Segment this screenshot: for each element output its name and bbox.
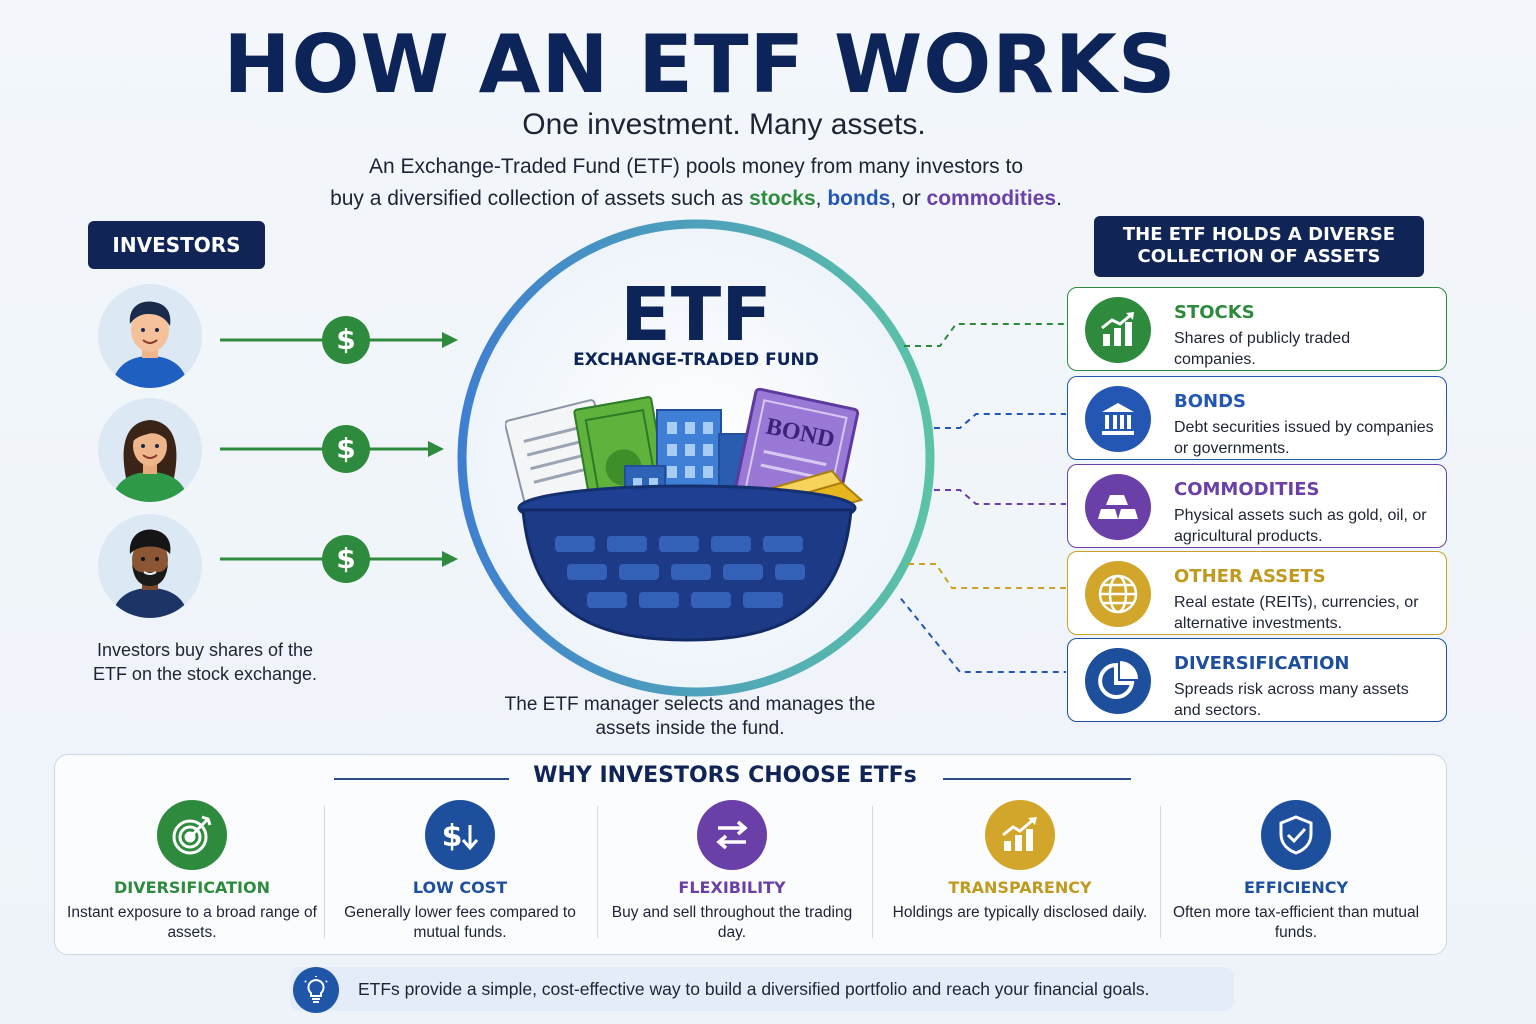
why-rule-left: [334, 778, 509, 780]
asset-title: BONDS: [1174, 391, 1246, 412]
asset-title: COMMODITIES: [1174, 479, 1320, 500]
why-item-description: Often more tax-efficient than mutual fun…: [1172, 904, 1420, 941]
why-item-transparency: TRANSPARENCY Holdings are typically disc…: [890, 800, 1150, 923]
why-divider: [1160, 806, 1161, 938]
chart-up-icon: [1085, 297, 1151, 363]
investor-avatar-3: [98, 514, 202, 618]
why-item-title: DIVERSIFICATION: [114, 878, 270, 897]
intro-stocks: stocks: [749, 186, 816, 210]
intro-line-2-prefix: buy a diversified collection of assets s…: [330, 186, 750, 210]
why-item-description: Generally lower fees compared to mutual …: [344, 904, 576, 941]
svg-text:$: $: [442, 819, 463, 854]
asset-description: Real estate (REITs), currencies, or alte…: [1174, 594, 1419, 632]
lightbulb-icon: [293, 967, 339, 1013]
asset-card-stocks: STOCKS Shares of publicly traded compani…: [1067, 287, 1447, 371]
page-subtitle: One investment. Many assets.: [522, 108, 926, 141]
asset-basket-illustration: BOND: [505, 388, 864, 642]
why-divider: [597, 806, 598, 938]
why-item-low-cost: $ LOW COST Generally lower fees compared…: [330, 800, 590, 943]
asset-description: Physical assets such as gold, oil, or ag…: [1174, 507, 1427, 545]
holdings-label-line-1: THE ETF HOLDS A DIVERSE: [1122, 224, 1396, 245]
intro-sep-1: ,: [815, 186, 828, 210]
investors-caption: Investors buy shares of the ETF on the s…: [92, 640, 318, 684]
asset-description: Shares of publicly traded companies.: [1174, 330, 1351, 368]
asset-description: Spreads risk across many assets and sect…: [1174, 681, 1409, 719]
gold-bars-icon: [1085, 474, 1151, 540]
person-icon: [112, 301, 188, 388]
why-divider: [872, 806, 873, 938]
target-icon: [157, 800, 227, 870]
shield-check-icon: [1261, 800, 1331, 870]
person-icon: [112, 420, 188, 502]
why-divider: [324, 806, 325, 938]
why-item-description: Instant exposure to a broad range of ass…: [67, 904, 317, 941]
bank-icon: [1085, 386, 1151, 452]
dollar-coin-icon: $: [322, 425, 370, 473]
manager-caption: The ETF manager selects and manages the …: [504, 694, 876, 739]
holdings-label-line-2: COLLECTION OF ASSETS: [1137, 246, 1381, 267]
intro-end: .: [1056, 186, 1062, 210]
asset-title: DIVERSIFICATION: [1174, 653, 1350, 674]
intro-line-2: buy a diversified collection of assets s…: [0, 183, 1392, 215]
footer-text: ETFs provide a simple, cost-effective wa…: [358, 979, 1150, 999]
asset-card-other-assets: OTHER ASSETS Real estate (REITs), curren…: [1067, 551, 1447, 635]
why-item-title: TRANSPARENCY: [948, 878, 1092, 897]
why-item-diversification: DIVERSIFICATION Instant exposure to a br…: [62, 800, 322, 943]
asset-description: Debt securities issued by companies or g…: [1174, 419, 1434, 457]
asset-connectors: [900, 323, 1066, 673]
pie-chart-icon: [1085, 648, 1151, 714]
why-item-description: Buy and sell throughout the trading day.: [611, 904, 853, 941]
swap-arrows-icon: [697, 800, 767, 870]
why-item-efficiency: EFFICIENCY Often more tax-efficient than…: [1166, 800, 1426, 943]
dollar-down-icon: $: [425, 800, 495, 870]
asset-card-commodities: COMMODITIES Physical assets such as gold…: [1067, 464, 1447, 548]
asset-title: STOCKS: [1174, 302, 1255, 323]
asset-card-diversification: DIVERSIFICATION Spreads risk across many…: [1067, 638, 1447, 722]
dollar-coin-icon: $: [322, 316, 370, 364]
intro-line-1: An Exchange-Traded Fund (ETF) pools mone…: [369, 155, 1023, 178]
why-title: WHY INVESTORS CHOOSE ETFs: [533, 763, 917, 788]
asset-title: OTHER ASSETS: [1174, 566, 1326, 587]
intro-sep-2: , or: [890, 186, 927, 210]
intro-commodities: commodities: [926, 186, 1057, 210]
etf-word: ETF: [620, 272, 772, 358]
page-title: HOW AN ETF WORKS: [223, 18, 1177, 111]
etf-full-name: EXCHANGE-TRADED FUND: [573, 350, 819, 370]
why-item-title: EFFICIENCY: [1243, 878, 1349, 897]
why-item-title: LOW COST: [412, 878, 508, 897]
intro-bonds: bonds: [827, 186, 891, 210]
why-item-flexibility: FLEXIBILITY Buy and sell throughout the …: [602, 800, 862, 943]
footer-banner: [290, 967, 1234, 1011]
investors-label: INVESTORS: [88, 221, 265, 269]
why-item-title: FLEXIBILITY: [678, 878, 786, 897]
why-item-description: Holdings are typically disclosed daily.: [892, 904, 1148, 921]
asset-card-bonds: BONDS Debt securities issued by companie…: [1067, 376, 1447, 460]
bar-chart-icon: [985, 800, 1055, 870]
intro-text: An Exchange-Traded Fund (ETF) pools mone…: [0, 151, 1392, 214]
why-rule-right: [943, 778, 1131, 780]
globe-icon: [1085, 561, 1151, 627]
dollar-coin-icon: $: [322, 535, 370, 583]
investor-avatar-2: [98, 398, 202, 502]
person-icon: [112, 529, 188, 618]
holdings-label: THE ETF HOLDS A DIVERSE COLLECTION OF AS…: [1094, 216, 1424, 277]
investor-avatar-1: [98, 284, 202, 388]
